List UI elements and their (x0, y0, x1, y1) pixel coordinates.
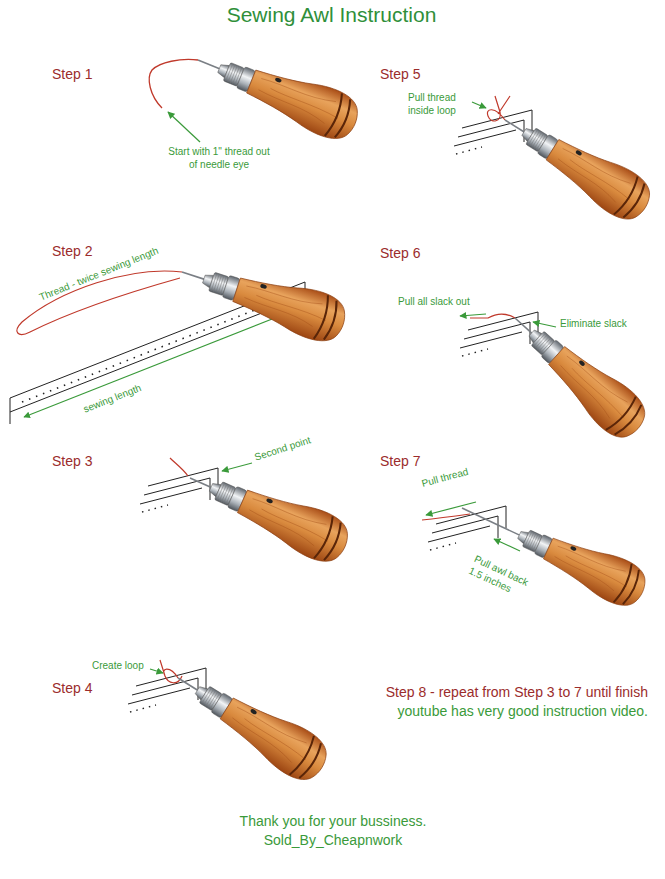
annotation: Eliminate slack (560, 318, 627, 331)
step2-figure (10, 249, 351, 424)
step6-figure (460, 301, 654, 447)
dimension-arrow (24, 308, 300, 417)
sewing-awl (493, 100, 658, 227)
thread (422, 514, 470, 520)
pointer-arrow (222, 463, 252, 471)
thread (149, 59, 198, 108)
caption: Thank you for your bussiness. Sold_By_Ch… (217, 812, 449, 850)
dimension-label: sewing length (82, 382, 143, 416)
leather-layers (454, 110, 532, 154)
sewing-awl (175, 249, 351, 347)
step-label: Step 4 (52, 680, 92, 698)
pointer-arrow (150, 669, 163, 673)
step3-figure (140, 456, 355, 569)
sewing-awl (180, 456, 354, 569)
pointer-arrow (533, 322, 556, 327)
step-label: Step 1 (52, 66, 92, 84)
step-label: Step 2 (52, 243, 92, 261)
pointer-arrow (494, 539, 520, 551)
annotation: Create loop (92, 660, 144, 673)
awl-needle (462, 508, 500, 526)
annotation: Pull thread inside loop (408, 92, 470, 117)
step-label: Step 6 (380, 245, 420, 263)
annotation: Start with 1" thread out of needle eye (168, 146, 270, 171)
step-note: youtube has very good instruction video. (397, 703, 648, 721)
annotation: Second point (253, 434, 312, 464)
thread-loop (487, 96, 510, 121)
step5-figure (454, 96, 658, 228)
annotation: Pull thread (420, 466, 469, 490)
thread (170, 458, 188, 476)
step1-figure (149, 38, 364, 146)
leather-layers (128, 668, 206, 712)
leather-layers (460, 312, 538, 356)
annotation: Pull all slack out (398, 296, 470, 309)
leather-layers (428, 506, 506, 550)
pointer-arrow (426, 502, 476, 515)
sewing-awl (165, 658, 334, 789)
pointer-arrow (168, 112, 200, 142)
step-note: Step 8 - repeat from Step 3 to 7 until f… (386, 684, 648, 702)
pointer-arrow (460, 314, 486, 316)
annotation: Pull awl back 1.5 inches (467, 553, 545, 607)
step-label: Step 3 (52, 453, 92, 471)
step-label: Step 5 (380, 66, 420, 84)
step-label: Step 7 (380, 453, 420, 471)
sewing-awl (189, 38, 364, 146)
step4-figure (128, 658, 335, 789)
leather-layers (140, 468, 218, 512)
title: Sewing Awl Instruction (0, 2, 664, 28)
step7-figure (422, 502, 652, 613)
leather-strip (10, 412, 11, 424)
sewing-awl (499, 301, 653, 447)
sewing-awl (491, 506, 652, 613)
pointer-arrow (472, 102, 486, 108)
